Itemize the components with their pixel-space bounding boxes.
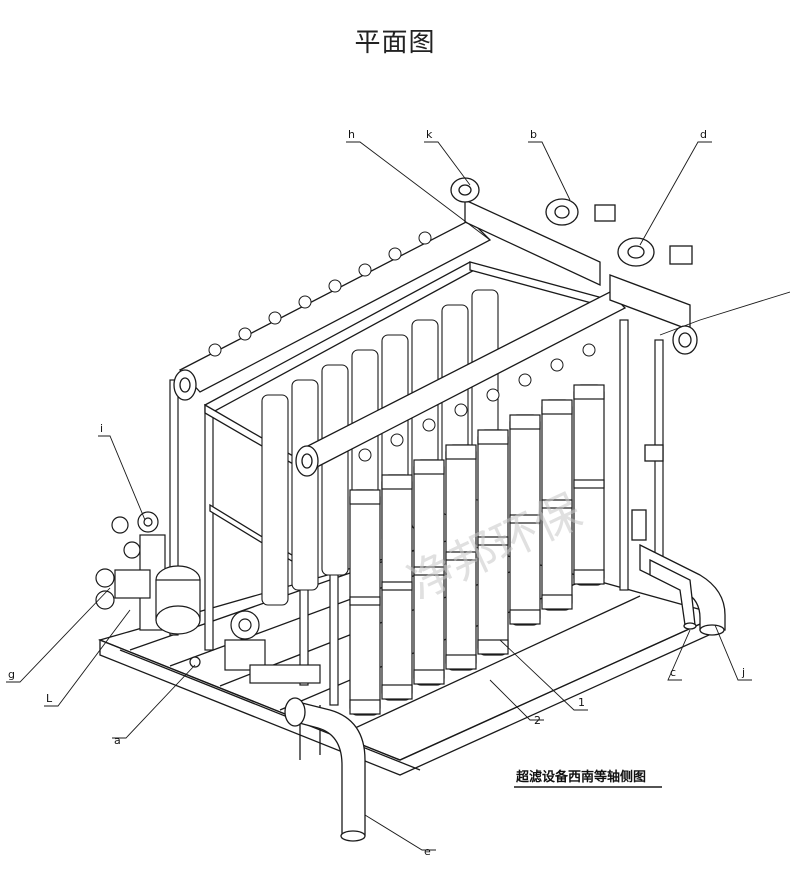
callout-1: 1 <box>578 696 585 709</box>
callout-j: j <box>741 666 745 679</box>
header-branch-fittings <box>208 231 596 462</box>
outlet-pipes <box>284 543 726 842</box>
left-valve-assembly <box>95 511 321 684</box>
front-membrane-row <box>349 384 605 716</box>
callout-d: d <box>700 128 707 141</box>
page-title: 平面图 <box>354 28 436 58</box>
callout-b: b <box>530 128 537 141</box>
callout-e: e <box>424 845 431 858</box>
callout-a: a <box>114 734 121 747</box>
callout-k: k <box>426 128 433 141</box>
callout-h: h <box>348 128 355 141</box>
callout-labels: h k b d i g L a e c j 1 2 <box>8 128 745 858</box>
drawing-caption: 超滤设备西南等轴侧图 <box>516 769 646 785</box>
callout-L: L <box>46 692 53 705</box>
front-header-pipe <box>295 291 627 477</box>
top-valve-manifold <box>450 177 698 541</box>
callout-2: 2 <box>534 714 541 727</box>
callout-c: c <box>670 666 676 679</box>
callout-i: i <box>100 422 103 435</box>
callout-leaders <box>6 141 790 851</box>
callout-g: g <box>8 668 15 681</box>
